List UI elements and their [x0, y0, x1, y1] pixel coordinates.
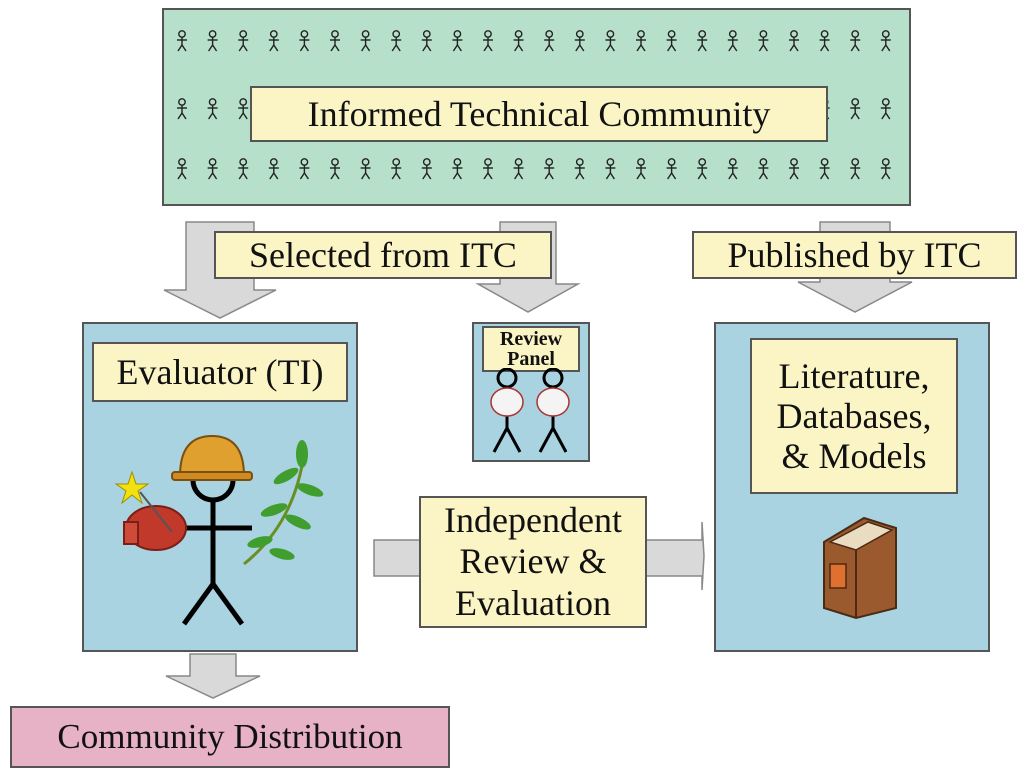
stick-figure-icon	[574, 30, 585, 52]
evaluator-illustration	[114, 434, 324, 626]
stick-figure-icon	[360, 158, 371, 180]
community-distribution-box: Community Distribution	[10, 706, 450, 768]
arrow-down-icon	[165, 653, 261, 699]
stick-figure-icon	[299, 30, 310, 52]
stick-figure-icon	[819, 30, 830, 52]
literature-line2: Databases,	[776, 395, 932, 436]
stick-figure-icon	[666, 158, 677, 180]
stick-figure-icon	[727, 158, 738, 180]
stick-figure-icon	[789, 30, 799, 52]
stick-figure-icon	[789, 158, 799, 180]
olive-branch-icon	[243, 440, 324, 566]
stick-figure-icon	[330, 158, 340, 180]
hard-hat-icon	[171, 434, 253, 481]
stick-figure-icon	[544, 158, 555, 180]
stick-figure-icon	[177, 158, 187, 180]
stick-figure-icon	[391, 30, 402, 52]
stick-figure-icon	[268, 30, 279, 52]
stick-figure-icon	[207, 98, 218, 120]
stick-figure-icon	[421, 30, 432, 52]
stick-figure-icon	[299, 158, 310, 180]
community-title: Informed Technical Community	[250, 86, 828, 142]
stick-figure-icon	[177, 30, 187, 52]
published-by-itc-label: Published by ITC	[692, 231, 1017, 279]
stick-figure-icon	[452, 30, 463, 52]
stick-figure-icon	[574, 158, 585, 180]
selected-from-itc-label: Selected from ITC	[214, 231, 552, 279]
stick-figure-icon	[207, 30, 218, 52]
review-panel-line2: Panel	[507, 348, 555, 370]
community-box: Informed Technical Community	[162, 8, 911, 206]
stick-figure-icon	[758, 158, 769, 180]
stick-figure-icon	[605, 30, 616, 52]
people-row-svg	[177, 30, 891, 52]
stick-figure-icon	[238, 30, 249, 52]
stick-figure-icon	[850, 98, 861, 120]
independent-review-line3: Evaluation	[455, 582, 611, 623]
review-panel-figures	[490, 368, 570, 453]
review-panel-box: Review Panel	[472, 322, 590, 462]
face-mask-icon	[536, 387, 570, 417]
literature-line1: Literature,	[778, 355, 930, 396]
stick-figure-icon	[483, 158, 493, 180]
stick-figure-icon	[605, 158, 616, 180]
stick-figure-icon	[727, 30, 738, 52]
stick-figure-icon	[880, 98, 891, 120]
literature-line3: & Models	[781, 436, 927, 477]
independent-review-label: Independent Review & Evaluation	[419, 496, 647, 628]
stick-figure-icon	[421, 158, 432, 180]
evaluator-title: Evaluator (TI)	[92, 342, 348, 402]
stick-figure-icon	[666, 30, 677, 52]
face-mask-icon	[490, 387, 524, 417]
people-row	[164, 30, 909, 59]
review-panel-line1: Review	[499, 328, 563, 350]
boxing-glove-icon	[123, 505, 187, 551]
stick-figure-icon	[513, 30, 524, 52]
stick-figure-icon	[513, 158, 524, 180]
evaluator-box: Evaluator (TI)	[82, 322, 358, 652]
stick-figure-icon	[330, 30, 340, 52]
stick-figure-icon	[238, 158, 249, 180]
stick-figure-icon	[177, 98, 187, 120]
people-row-svg	[177, 158, 891, 180]
stick-figure-icon	[483, 30, 493, 52]
book-icon	[823, 516, 897, 620]
people-row	[164, 158, 909, 187]
stick-figure-icon	[880, 30, 891, 52]
stick-figure-icon	[636, 30, 646, 52]
review-panel-label: Review Panel	[482, 326, 580, 372]
independent-review-line1: Independent	[444, 500, 622, 541]
stick-figure-icon	[758, 30, 769, 52]
stick-figure-icon	[697, 30, 708, 52]
stick-figure-icon	[850, 30, 861, 52]
stick-figure-icon	[360, 30, 371, 52]
stick-figure-icon	[391, 158, 402, 180]
literature-box: Literature, Databases, & Models	[714, 322, 990, 652]
star-wand-icon	[114, 470, 173, 533]
stick-figure-icon	[697, 158, 708, 180]
stick-figure-icon	[544, 30, 555, 52]
literature-label: Literature, Databases, & Models	[750, 338, 958, 494]
stick-figure-icon	[819, 158, 830, 180]
stick-figure-icon	[880, 158, 891, 180]
stick-figure-icon	[207, 158, 218, 180]
stick-figure-icon	[268, 158, 279, 180]
stick-figure-icon	[174, 457, 252, 626]
stick-figure-icon	[636, 158, 646, 180]
stick-figure-icon	[238, 98, 249, 120]
stick-figure-icon	[452, 158, 463, 180]
independent-review-line2: Review &	[459, 541, 607, 582]
stick-figure-icon	[850, 158, 861, 180]
